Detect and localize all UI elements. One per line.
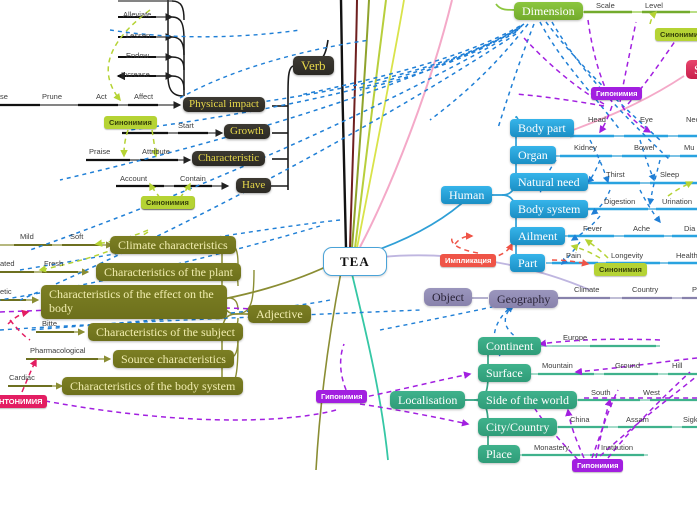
- leaf-sleep: Sleep: [660, 170, 680, 179]
- node-cropped-right[interactable]: S: [686, 60, 697, 79]
- central-node-tea[interactable]: TEA: [323, 247, 387, 276]
- node-continent[interactable]: Continent: [478, 337, 542, 355]
- node-ailment[interactable]: Ailment: [510, 227, 566, 245]
- node-side-of-the-world[interactable]: Side of the world: [478, 391, 577, 409]
- node-characteristics-of-the-body-system[interactable]: Characteristics of the body system: [62, 377, 244, 395]
- leaf-praise: Praise: [89, 147, 111, 156]
- node-characteristics-effect-on-body[interactable]: Characteristics of the effect on the bod…: [41, 285, 227, 319]
- leaf-hill: Hill: [672, 361, 683, 370]
- leaf-fresh: Fresh: [44, 259, 64, 268]
- node-characteristic[interactable]: Characteristic: [192, 151, 266, 166]
- leaf-affect: Affect: [134, 92, 154, 101]
- leaf-level: Level: [645, 1, 663, 10]
- leaf-start: Start: [178, 121, 194, 130]
- tag-hyponymy-localisation[interactable]: Гипонимия: [572, 459, 624, 472]
- leaf-kidney: Kidney: [574, 143, 597, 152]
- leaf-muscle: Mu: [684, 143, 695, 152]
- leaf-mountain: Mountain: [542, 361, 573, 370]
- leaf-lessen: Lessen: [126, 31, 151, 40]
- leaf-health: Health: [676, 251, 697, 260]
- leaf-digestion: Digestion: [604, 197, 636, 206]
- node-climate-characteristics[interactable]: Climate characteristics: [110, 236, 236, 254]
- leaf-ache: Ache: [633, 224, 651, 233]
- tag-synonymy-lower[interactable]: Синонимия: [141, 196, 194, 209]
- leaf-thirst: Thirst: [606, 170, 625, 179]
- node-adjective[interactable]: Adjective: [248, 305, 311, 323]
- leaf-act: Act: [96, 92, 107, 101]
- tag-implication-human[interactable]: Импликация: [440, 254, 497, 267]
- leaf-alleviate: Alleviate: [123, 10, 152, 19]
- leaf-fever: Fever: [583, 224, 603, 233]
- node-verb[interactable]: Verb: [293, 56, 334, 75]
- leaf-country: Country: [632, 285, 659, 294]
- leaf-europe: Europe: [563, 333, 588, 342]
- node-human[interactable]: Human: [441, 186, 493, 204]
- leaf-scale: Scale: [596, 1, 615, 10]
- leaf-pain: Pain: [566, 251, 582, 260]
- tag-synonymy-verb-top[interactable]: Синонимия: [104, 116, 157, 129]
- leaf-monastery: Monastery: [534, 443, 570, 452]
- node-characteristics-of-the-subject[interactable]: Characteristics of the subject: [88, 323, 243, 341]
- node-natural-need[interactable]: Natural need: [510, 173, 588, 191]
- leaf-ground: Ground: [615, 361, 641, 370]
- leaf-eye: Eye: [640, 115, 653, 124]
- node-object[interactable]: Object: [424, 288, 472, 306]
- leaf-bowel: Bowel: [634, 143, 655, 152]
- node-have[interactable]: Have: [236, 178, 272, 193]
- leaf-longevity: Longevity: [611, 251, 644, 260]
- node-body-system[interactable]: Body system: [510, 200, 589, 218]
- tag-synonymy-human[interactable]: Синонимия: [594, 263, 647, 276]
- leaf-etic: etic: [0, 287, 12, 296]
- leaf-neck: Nec: [686, 115, 697, 124]
- leaf-soft: Soft: [70, 232, 84, 241]
- leaf-use: se: [0, 92, 8, 101]
- node-place[interactable]: Place: [478, 445, 520, 463]
- leaf-head: Head: [588, 115, 606, 124]
- leaf-sigh: Sigk: [683, 415, 697, 424]
- node-dimension[interactable]: Dimension: [514, 2, 583, 20]
- leaf-plant: P: [692, 285, 697, 294]
- leaf-cardiac: Cardiac: [9, 373, 35, 382]
- leaf-prune: Prune: [42, 92, 63, 101]
- tag-synonymy-dimension[interactable]: Синонимия: [655, 28, 697, 41]
- tag-antonymy-left[interactable]: НТОНИМИЯ: [0, 395, 48, 408]
- leaf-urination: Urination: [662, 197, 693, 206]
- node-growth[interactable]: Growth: [224, 124, 270, 139]
- leaf-increase: Increase: [121, 70, 150, 79]
- node-city-country[interactable]: City/Country: [478, 418, 558, 436]
- leaf-account: Account: [120, 174, 148, 183]
- leaf-assam: Assam: [626, 415, 649, 424]
- leaf-attribute: Attribute: [142, 147, 170, 156]
- node-localisation[interactable]: Localisation: [390, 391, 466, 409]
- node-body-part[interactable]: Body part: [510, 119, 574, 137]
- node-organ[interactable]: Organ: [510, 146, 556, 164]
- leaf-south: South: [591, 388, 611, 397]
- leaf-diarrhea: Dia: [684, 224, 696, 233]
- leaf-climate: Climate: [574, 285, 600, 294]
- tag-hyponymy-top[interactable]: Гипонимия: [591, 87, 643, 100]
- leaf-mild: Mild: [20, 232, 34, 241]
- leaf-contain: Contain: [180, 174, 206, 183]
- leaf-institution: Institution: [601, 443, 634, 452]
- node-part[interactable]: Part: [510, 254, 546, 272]
- leaf-china: China: [570, 415, 590, 424]
- node-characteristics-of-the-plant[interactable]: Characteristics of the plant: [96, 263, 241, 281]
- leaf-endow: Endow: [126, 51, 149, 60]
- leaf-pharmacological: Pharmacological: [30, 346, 86, 355]
- leaf-west: West: [643, 388, 660, 397]
- leaf-bitter: Bitte: [42, 319, 58, 328]
- leaf-ated: ated: [0, 259, 15, 268]
- node-source-characteristics[interactable]: Source characteristics: [113, 350, 234, 368]
- node-physical-impact[interactable]: Physical impact: [183, 97, 265, 112]
- node-geography[interactable]: Geography: [489, 290, 559, 308]
- tag-hyponymy-adjective[interactable]: Гипонимия: [316, 390, 368, 403]
- node-surface[interactable]: Surface: [478, 364, 531, 382]
